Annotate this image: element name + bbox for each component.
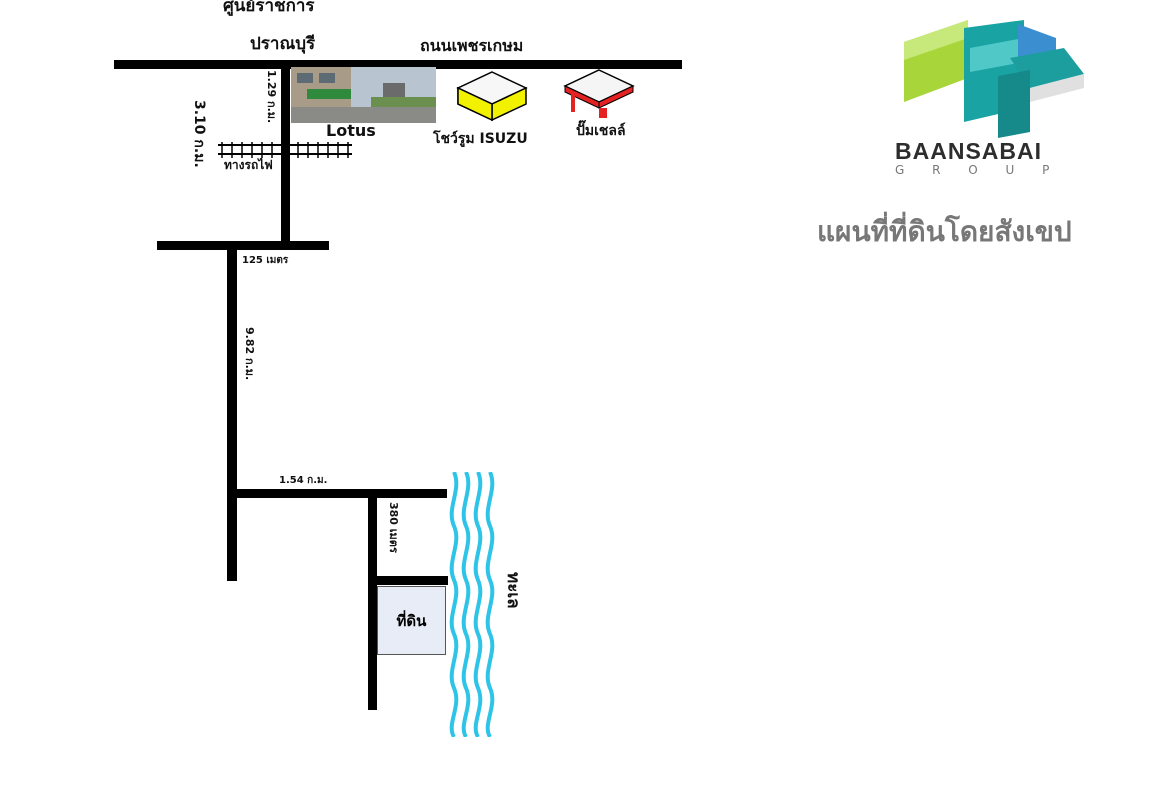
distance-label-1: 1.29 ก.ม.: [265, 70, 278, 124]
lotus-photo: [291, 67, 436, 123]
isuzu-building-icon: [456, 71, 528, 122]
map-subtitle: แผนที่ที่ดินโดยสังเขป: [817, 215, 1072, 248]
distance-label-6: 380 เมตร: [387, 502, 400, 553]
railway-icon: [218, 142, 352, 158]
isuzu-label: โชว์รูม ISUZU: [433, 131, 528, 147]
sea-label: ทะเล: [503, 572, 523, 609]
brand-name: BAANSABAI: [895, 138, 1042, 164]
land-plot: ที่ดิน: [377, 586, 446, 655]
main-road-label: ถนนเพชรเกษม: [420, 36, 524, 55]
distance-label-5: 1.54 ก.ม.: [279, 475, 328, 486]
distance-label-2: 3.10 ก.ม.: [191, 100, 207, 168]
railway-label: ทางรถไฟ: [224, 158, 273, 172]
land-label: ที่ดิน: [396, 611, 427, 630]
road-segment-5: [368, 489, 377, 710]
brand-sub: G R O U P: [895, 163, 1062, 177]
road-segment-6: [368, 576, 448, 585]
gas-station-icon: [563, 69, 635, 118]
distance-label-4: 9.82 ก.ม.: [243, 327, 256, 381]
main-road: [114, 60, 682, 69]
road-segment-2: [157, 241, 329, 250]
road-segment-4: [227, 489, 447, 498]
baansabai-logo-icon: [904, 20, 1084, 138]
road-segment-3: [227, 241, 237, 581]
top-label-line1: ศูนย์ราชการ: [223, 0, 315, 16]
gas-station-label: ปั๊มเชลล์: [576, 123, 626, 139]
distance-label-3: 125 เมตร: [242, 255, 289, 266]
top-label-line2: ปราณบุรี: [250, 34, 316, 54]
sea-waves: [449, 472, 495, 737]
lotus-label: Lotus: [326, 121, 376, 140]
